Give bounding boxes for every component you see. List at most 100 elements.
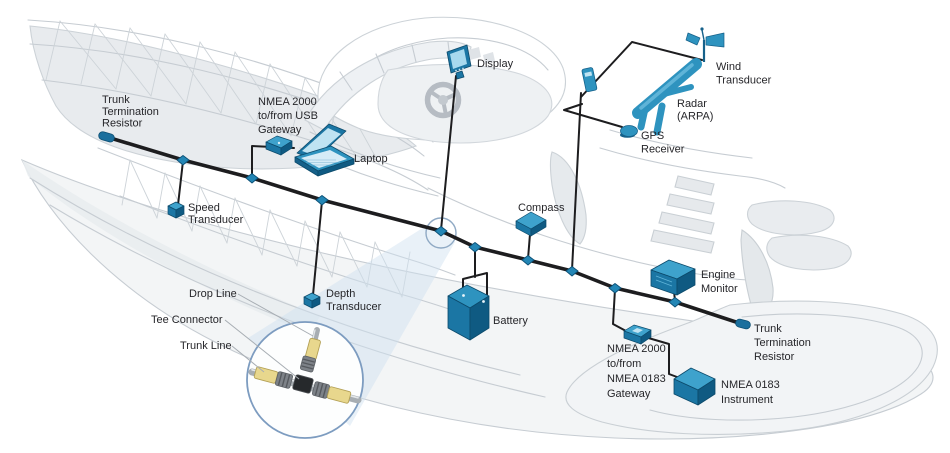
- display-device: [446, 44, 472, 80]
- drop-display: [440, 75, 457, 231]
- battery-side: [469, 295, 490, 341]
- flybridge-line-1: [599, 147, 786, 189]
- swim-platform-inner: [649, 313, 923, 421]
- tee-node: [245, 173, 259, 184]
- laptop-base-side: [317, 158, 355, 177]
- laptop-device: [294, 123, 355, 177]
- stern-seat-2: [766, 234, 852, 271]
- tee-node: [668, 297, 682, 308]
- steering-wheel-hub: [438, 95, 448, 105]
- label-trunk-line: Trunk Line: [180, 340, 232, 352]
- label-drop-line: Drop Line: [189, 288, 237, 300]
- engine-monitor-device: [650, 259, 696, 296]
- tee-node: [521, 255, 535, 266]
- wind-tip: [701, 29, 705, 41]
- magnifier-highlight-circle: [425, 217, 457, 249]
- wind-transducer-device: [685, 27, 725, 62]
- display-stand: [455, 70, 465, 80]
- label-battery: Battery: [493, 315, 528, 327]
- steering-wheel-ring: [424, 81, 462, 119]
- bow-deck-edge: [41, 79, 429, 191]
- leader-tee-connector: [224, 319, 300, 380]
- arch-wire-wind: [580, 41, 703, 98]
- arch-antenna-bracket: [581, 67, 598, 93]
- engine-monitor-vents: [655, 275, 673, 287]
- radar-device: [632, 58, 702, 136]
- tee-node: [608, 283, 622, 294]
- label-display: Display: [477, 58, 514, 70]
- drop-speed-transducer: [177, 160, 184, 206]
- label-tee-connector: Tee Connector: [151, 314, 223, 326]
- arch-wire-gps: [563, 103, 623, 128]
- gps-receiver-device: [620, 125, 638, 138]
- leader-drop-line: [237, 293, 314, 337]
- hull-rub-rail-1: [29, 177, 521, 376]
- swim-platform: [565, 300, 938, 435]
- label-laptop: Laptop: [354, 153, 388, 165]
- radar-leg: [653, 102, 666, 136]
- windshield-mullions: [339, 41, 451, 91]
- depth-transducer-device: [303, 292, 321, 309]
- arch-leg: [549, 151, 587, 245]
- tee-node: [176, 155, 190, 166]
- stern-seat-1: [746, 200, 835, 236]
- label-radar: Radar(ARPA): [677, 98, 713, 123]
- compass-device: [515, 211, 547, 237]
- network-devices: [98, 27, 751, 406]
- near-rail-bottom: [119, 195, 453, 311]
- drop-compass: [527, 233, 531, 260]
- inset-leader-lines: [224, 293, 314, 380]
- cockpit-gunwale: [427, 187, 749, 281]
- hull-rub-rail-2: [49, 204, 546, 398]
- tee-node: [565, 266, 579, 277]
- hull-bow-shading: [22, 160, 320, 334]
- radar-beam: [632, 58, 702, 119]
- laptop-screen: [302, 128, 341, 156]
- tee-node: [315, 195, 329, 206]
- tee-node: [434, 226, 448, 237]
- ladder-steps: [650, 175, 715, 254]
- usb-gateway-device: [265, 135, 293, 156]
- battery-device: [447, 284, 490, 341]
- dash-instruments: [468, 47, 495, 64]
- drop-nmea0183-gateway: [612, 288, 627, 332]
- trunk-termination-resistor-left: [98, 131, 115, 143]
- drop-depth-transducer: [312, 200, 323, 296]
- radar-beam-highlight: [639, 63, 694, 110]
- battery-terminal: [482, 300, 485, 303]
- magnifier-inset: [224, 217, 457, 439]
- nmea0183-gateway-device: [623, 324, 652, 345]
- wind-vane-left: [685, 32, 701, 46]
- nmea0183-instrument-device: [673, 367, 716, 406]
- battery-terminal: [462, 294, 465, 297]
- near-rail-stanchions: [121, 159, 411, 298]
- wire-nmea0183-instrument: [644, 336, 678, 378]
- speed-transducer-device: [167, 201, 185, 219]
- tee-node: [468, 242, 482, 253]
- label-compass: Compass: [518, 202, 565, 214]
- display-screen: [450, 49, 467, 69]
- tee-connector-detail: [248, 327, 362, 404]
- inset-connector-yellow-right: [326, 386, 352, 404]
- cockpit-floor: [377, 63, 553, 144]
- trunk-termination-resistor-right: [735, 318, 751, 330]
- laptop-keyboard: [301, 150, 347, 168]
- inset-tee-body: [292, 374, 314, 394]
- wind-vane-cone: [705, 32, 725, 48]
- leader-trunk-line: [231, 345, 265, 373]
- tee-nodes: [176, 155, 682, 308]
- drop-mast: [571, 92, 582, 271]
